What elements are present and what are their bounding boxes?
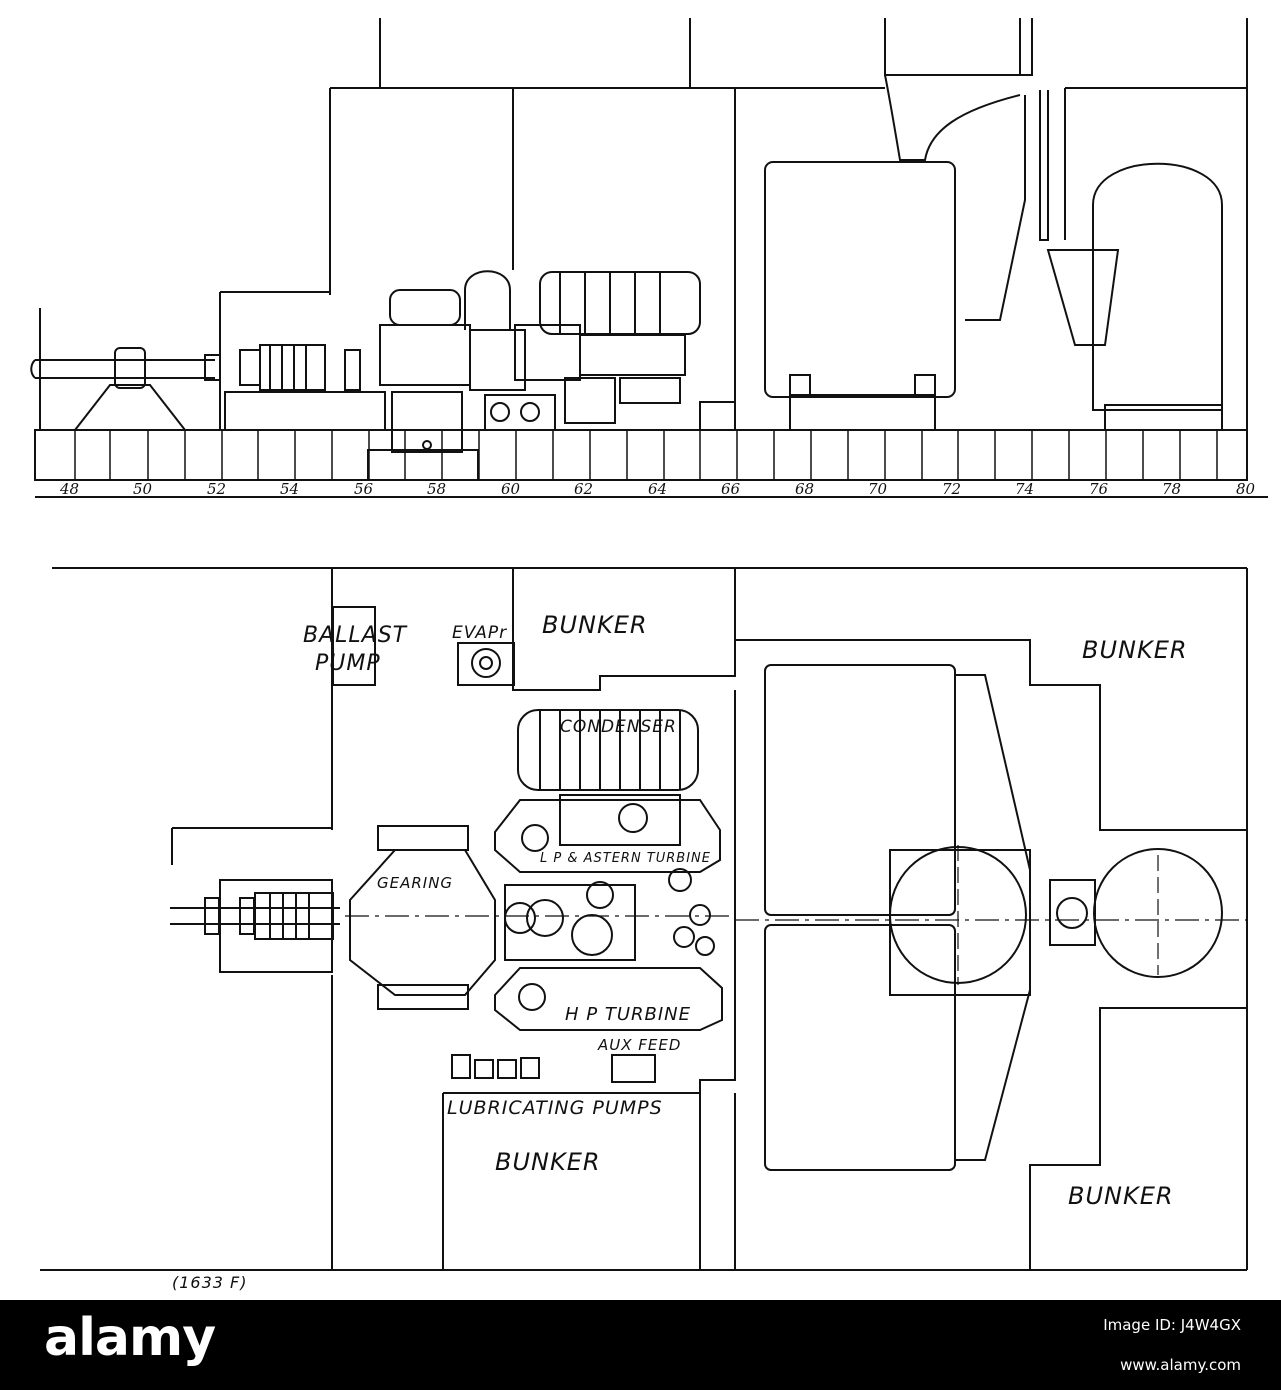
- elevation-view: [30, 18, 1248, 481]
- frame-number: 52: [207, 480, 226, 498]
- plan-view: [40, 567, 1248, 1271]
- watermark-footer: [0, 1300, 1281, 1390]
- frame-number: 50: [133, 480, 153, 498]
- lubricating-pumps-label: LUBRICATING PUMPS: [447, 1097, 663, 1119]
- frame-number: 76: [1089, 480, 1109, 498]
- ballast-pump-label: BALLAST: [303, 623, 408, 648]
- frame-number: 72: [942, 480, 961, 498]
- brand-logo: alamy: [44, 1308, 216, 1368]
- plan-labels: BALLAST PUMP EVAPr BUNKER BUNKER CONDENS…: [172, 611, 1188, 1292]
- frame-number: 68: [795, 480, 814, 498]
- frame-number: 80: [1236, 480, 1256, 498]
- frame-number: 60: [501, 480, 521, 498]
- double-bottom-frames: [74, 430, 1218, 480]
- gearing-label: GEARING: [377, 874, 453, 892]
- frame-number: 70: [868, 480, 888, 498]
- hp-turbine-label: H P TURBINE: [565, 1004, 691, 1025]
- frame-number: 78: [1162, 480, 1181, 498]
- evaporator-label: EVAPr: [452, 623, 507, 643]
- frame-number: 48: [59, 480, 79, 498]
- bunker-label: BUNKER: [542, 611, 648, 639]
- frame-number: 56: [354, 480, 374, 498]
- frame-number: 74: [1015, 480, 1034, 498]
- bunker-label: BUNKER: [1082, 636, 1188, 664]
- figure-reference: (1633 F): [172, 1273, 248, 1292]
- engine-room-drawing: 48 50 52 54 56 58 60 62 64 66 68 70 72 7…: [30, 18, 1268, 1292]
- frame-scale: 48 50 52 54 56 58 60 62 64 66 68 70 72 7…: [59, 480, 1256, 498]
- frame-number: 66: [721, 480, 741, 498]
- frame-number: 62: [574, 480, 593, 498]
- frame-number: 64: [648, 480, 667, 498]
- condenser-label: CONDENSER: [560, 717, 677, 737]
- frame-number: 58: [427, 480, 446, 498]
- bunker-label: BUNKER: [1068, 1182, 1174, 1210]
- lp-turbine-label: L P & ASTERN TURBINE: [540, 851, 711, 866]
- aux-feed-label: AUX FEED: [597, 1036, 681, 1054]
- site-url-label: www.alamy.com: [1120, 1356, 1241, 1374]
- bunker-label: BUNKER: [495, 1148, 601, 1176]
- ballast-pump-label: PUMP: [315, 651, 381, 676]
- image-id-label: Image ID: J4W4GX: [1103, 1316, 1241, 1334]
- frame-number: 54: [280, 480, 299, 498]
